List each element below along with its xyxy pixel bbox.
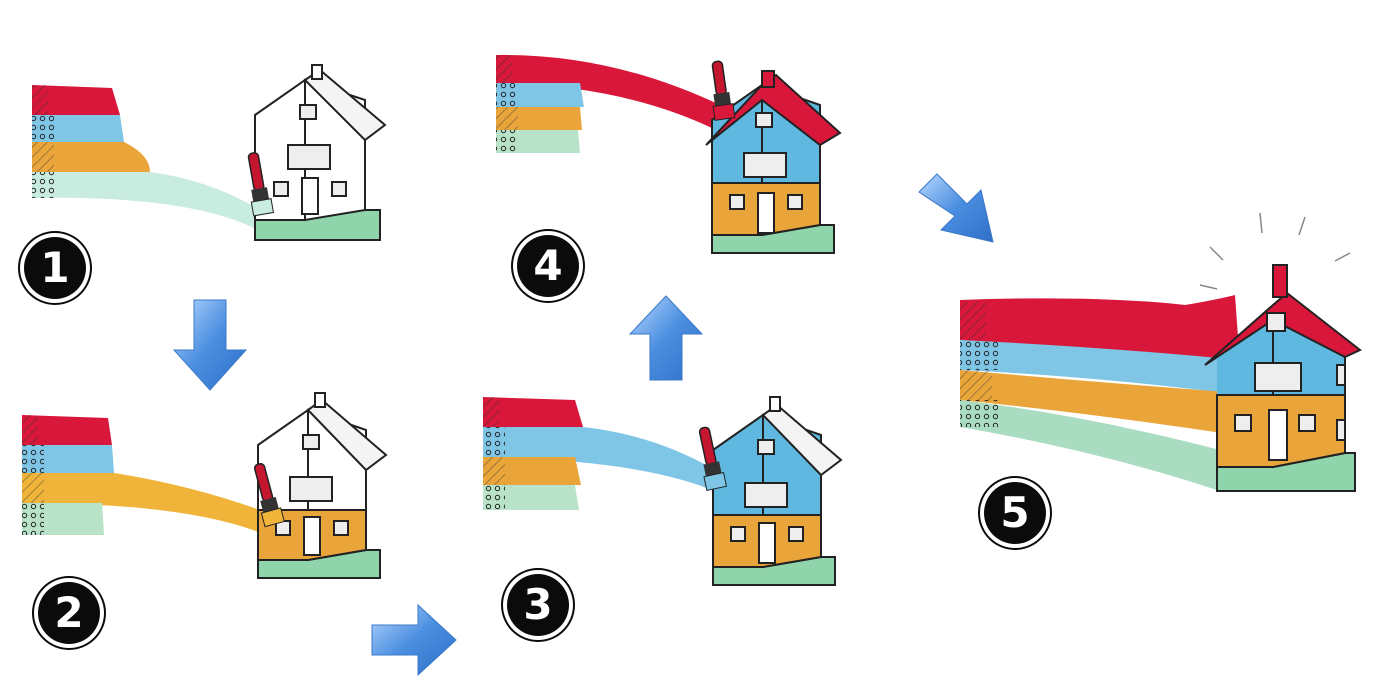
paint-swatches (960, 295, 1240, 490)
step-4-panel (490, 45, 870, 260)
paint-swatches (32, 85, 260, 230)
arrow-down-icon (172, 299, 248, 392)
step-3-panel (475, 385, 855, 595)
step-1-illustration (32, 64, 387, 241)
step-3-illustration (483, 396, 843, 586)
step-2-badge: 2 (38, 582, 100, 644)
arrow-up-icon (628, 295, 704, 382)
step-1-panel (20, 60, 400, 260)
step-5-badge: 5 (984, 482, 1046, 544)
step-2-panel (20, 385, 400, 585)
step-2-illustration (22, 392, 388, 579)
paint-swatches (483, 397, 719, 510)
house-icon (712, 396, 843, 586)
paint-swatches (496, 54, 726, 153)
paintbrush-icon (247, 152, 275, 217)
house-icon (257, 392, 388, 579)
paintbrush-icon (698, 426, 728, 492)
house-icon (254, 64, 387, 241)
shine-icon (1199, 212, 1351, 290)
step-3-badge: 3 (507, 574, 569, 636)
paintbrush-icon (711, 60, 736, 121)
step-4-illustration (496, 54, 842, 254)
paint-swatches (22, 415, 266, 535)
step-5-illustration (960, 212, 1362, 492)
step-1-badge: 1 (24, 237, 86, 299)
arrow-diagonal-icon (915, 170, 997, 248)
house-icon (1204, 264, 1362, 492)
step-5-panel (955, 205, 1375, 505)
house-icon (705, 70, 842, 254)
arrow-right-icon (371, 603, 458, 677)
step-4-badge: 4 (517, 235, 579, 297)
paintbrush-icon (253, 463, 285, 528)
